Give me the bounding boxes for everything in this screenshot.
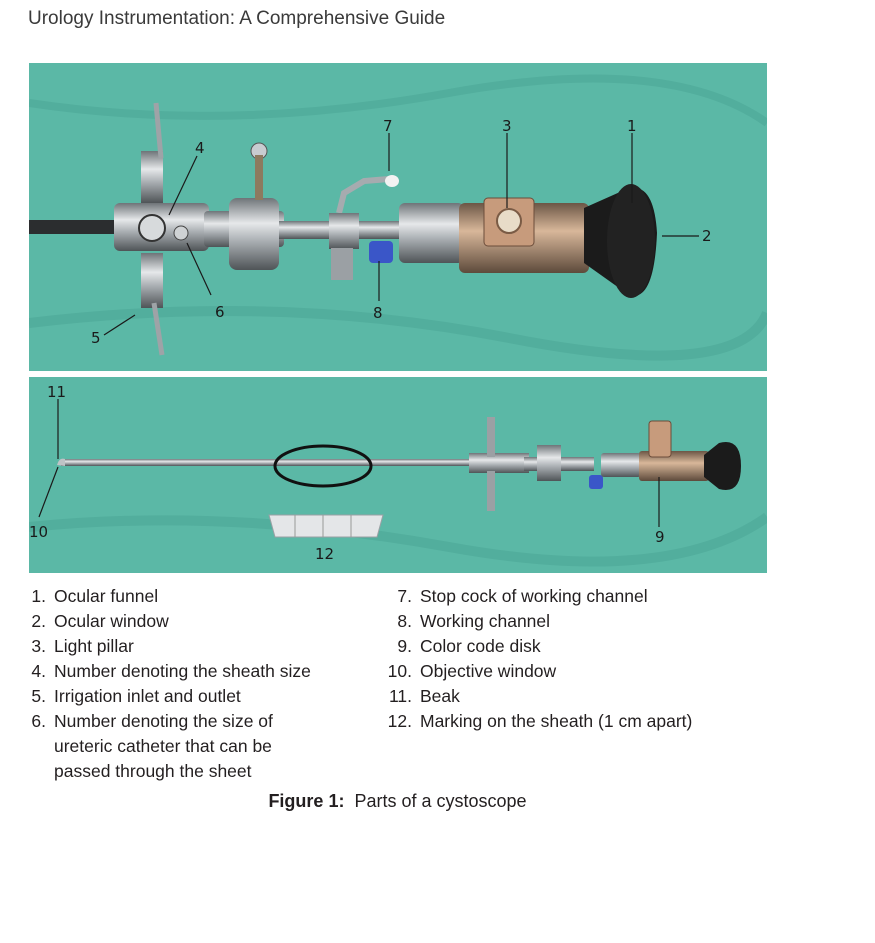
callout-6: 6 xyxy=(215,303,225,321)
callout-10: 10 xyxy=(29,523,48,541)
legend-item: 9.Color code disk xyxy=(397,636,541,656)
legend-item: 1.Ocular funnel xyxy=(31,586,159,606)
callout-8: 8 xyxy=(373,304,383,322)
legend-item: 8.Working channel xyxy=(397,611,551,631)
cystoscope-closeup-photo: 7 3 1 2 4 6 5 8 xyxy=(29,63,767,371)
legend-list-right: 7.Stop cock of working channel 8.Working… xyxy=(383,584,783,734)
callout-7: 7 xyxy=(383,117,393,135)
legend-item: 6.Number denoting the size of ureteric c… xyxy=(31,711,273,781)
legend-item: 7.Stop cock of working channel xyxy=(397,586,648,606)
running-header: Urology Instrumentation: A Comprehensive… xyxy=(28,8,446,29)
figure-title: Parts of a cystoscope xyxy=(354,791,527,811)
callout-5: 5 xyxy=(91,329,101,347)
legend-item: 10.Objective window xyxy=(387,661,557,681)
legend-item: 12.Marking on the sheath (1 cm apart) xyxy=(387,711,693,731)
legend-list-left: 1.Ocular funnel 2.Ocular window 3.Light … xyxy=(25,584,365,784)
legend-item: 3.Light pillar xyxy=(31,636,134,656)
legend-item: 11.Beak xyxy=(388,686,460,706)
callout-4: 4 xyxy=(195,139,205,157)
figure-label: Figure 1: xyxy=(268,791,345,811)
callout-12: 12 xyxy=(315,545,334,563)
legend-item: 4.Number denoting the sheath size xyxy=(31,661,311,681)
figure-caption: Figure 1: Parts of a cystoscope xyxy=(0,791,795,812)
callout-1: 1 xyxy=(627,117,637,135)
legend-item: 5.Irrigation inlet and outlet xyxy=(31,686,241,706)
callout-3: 3 xyxy=(502,117,512,135)
cystoscope-full-photo: 11 10 9 12 xyxy=(29,377,767,573)
legend-item: 2.Ocular window xyxy=(31,611,169,631)
callout-2: 2 xyxy=(702,227,712,245)
callout-9: 9 xyxy=(655,528,665,546)
callout-11: 11 xyxy=(47,383,66,401)
